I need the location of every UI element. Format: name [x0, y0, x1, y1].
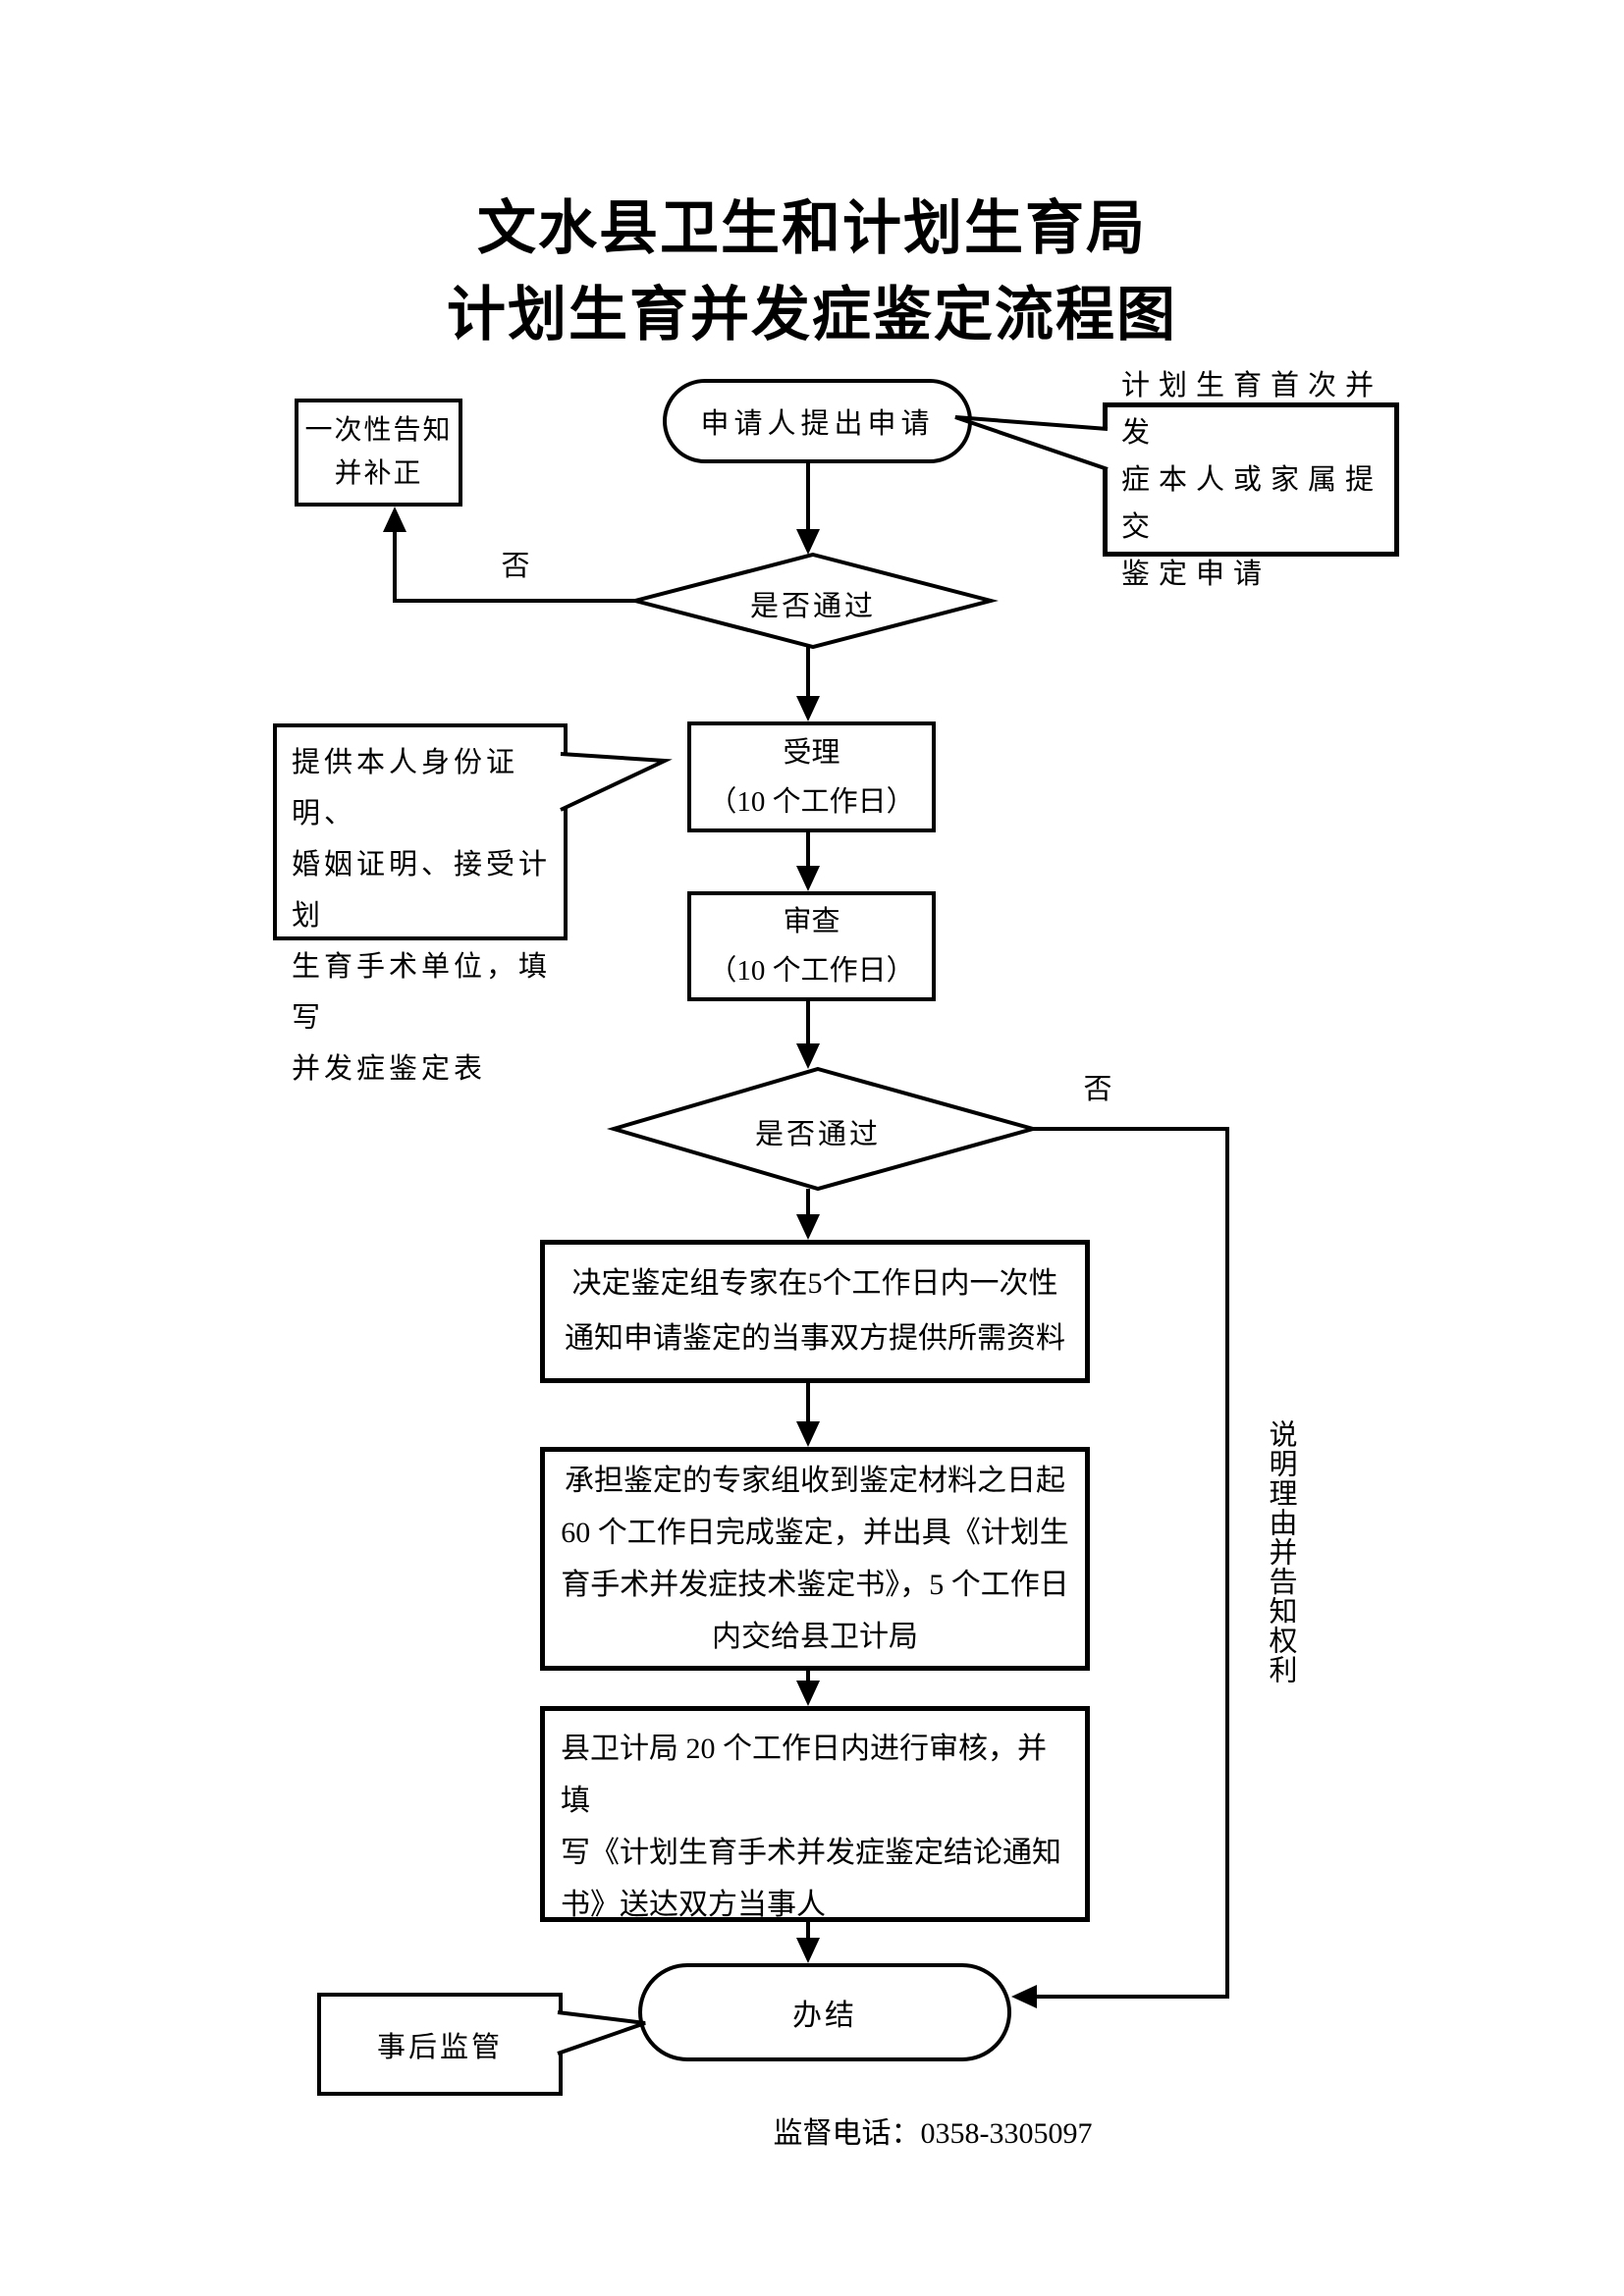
accept-box: 受理 （10 个工作日）	[687, 721, 936, 832]
page-title-line1: 文水县卫生和计划生育局	[477, 196, 1147, 261]
step-expert-group-box: 承担鉴定的专家组收到鉴定材料之日起 60 个工作日完成鉴定，并出具《计划生 育手…	[540, 1447, 1090, 1671]
arrowhead-decision1	[796, 529, 820, 555]
step-notify-parties-label: 决定鉴定组专家在5个工作日内一次性 通知申请鉴定的当事双方提供所需资料	[565, 1267, 1065, 1355]
materials-callout-box: 提供本人身份证明、 婚姻证明、接受计划 生育手术单位，填写 并发症鉴定表	[273, 723, 568, 1085]
start-oval: 申请人提出申请	[663, 379, 972, 463]
decision1-no-label: 否	[501, 551, 530, 582]
accept-box-label: 受理 （10 个工作日）	[708, 736, 915, 818]
arrowhead-end-right	[1011, 1985, 1037, 2008]
decision2-label: 是否通过	[754, 1119, 881, 1150]
post-supervision-box: 事后监管	[317, 1993, 563, 2096]
arrowhead-step2	[796, 1421, 820, 1447]
explain-rights-vertical-note: 说明理由并告知权利	[1265, 1419, 1296, 1684]
arrowhead-onetime-notify	[383, 507, 406, 532]
step-notify-parties-box: 决定鉴定组专家在5个工作日内一次性 通知申请鉴定的当事双方提供所需资料	[540, 1240, 1090, 1383]
decision2-no-label: 否	[1083, 1074, 1112, 1105]
step-county-review-label: 县卫计局 20 个工作日内进行审核，并填 写《计划生育手术并发症鉴定结论通知 书…	[561, 1733, 1061, 1921]
arrowhead-step3	[796, 1681, 820, 1706]
onetime-notify-label: 一次性告知 并补正	[304, 415, 453, 489]
step-expert-group-label: 承担鉴定的专家组收到鉴定材料之日起 60 个工作日完成鉴定，并出具《计划生 育手…	[561, 1465, 1069, 1653]
post-supervision-label: 事后监管	[376, 2031, 503, 2063]
callout-tail-to-start-oval	[954, 415, 1109, 471]
onetime-notify-box: 一次性告知 并补正	[295, 399, 462, 507]
callout-tail-to-accept-box	[560, 752, 673, 812]
step-county-review-box: 县卫计局 20 个工作日内进行审核，并填 写《计划生育手术并发症鉴定结论通知 书…	[540, 1706, 1090, 1922]
end-oval-label: 办结	[792, 2000, 857, 2032]
arrowhead-step1	[796, 1214, 820, 1240]
end-oval: 办结	[638, 1963, 1011, 2061]
review-box-label: 审查 （10 个工作日）	[708, 906, 915, 987]
callout-first-complication-label: 计划生育首次并发 症本人或家属提交 鉴定申请	[1121, 369, 1383, 590]
review-box: 审查 （10 个工作日）	[687, 891, 936, 1001]
callout-first-complication-box: 计划生育首次并发 症本人或家属提交 鉴定申请	[1103, 370, 1399, 590]
supervision-phone: 监督电话：0358-3305097	[773, 2117, 1093, 2150]
decision1-label: 是否通过	[749, 591, 876, 622]
page-title-line2: 计划生育并发症鉴定流程图	[447, 283, 1177, 347]
callout-tail-to-end-oval	[557, 2010, 646, 2056]
materials-callout-label: 提供本人身份证明、 婚姻证明、接受计划 生育手术单位，填写 并发症鉴定表	[292, 747, 552, 1085]
arrowhead-end-top	[796, 1938, 820, 1963]
arrowhead-accept	[796, 696, 820, 721]
arrowhead-decision2	[796, 1043, 820, 1069]
arrowhead-review	[796, 866, 820, 891]
start-oval-label: 申请人提出申请	[700, 408, 935, 440]
